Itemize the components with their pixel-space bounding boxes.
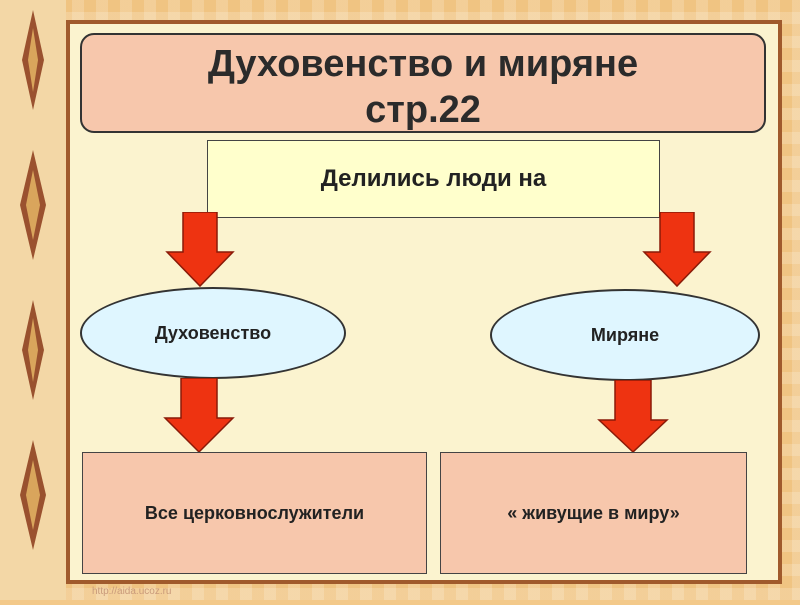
ornament-strip <box>0 0 66 600</box>
branch-label: Миряне <box>590 324 660 345</box>
root-node: Делились люди на <box>207 140 660 218</box>
ornament-pattern <box>20 10 46 550</box>
arrow-down-icon <box>642 212 712 288</box>
arrow-down-icon <box>597 380 669 454</box>
arrow-down-icon <box>163 378 235 454</box>
root-label: Делились люди на <box>320 165 547 192</box>
description-laity: « живущие в миру» <box>440 452 747 574</box>
branch-label: Духовенство <box>154 322 272 343</box>
title-line-1: Духовенство и миряне <box>207 43 639 85</box>
description-text: Все церковнослужители <box>144 502 365 523</box>
arrow-down-icon <box>165 212 235 288</box>
branch-clergy: Духовенство <box>80 287 346 379</box>
title-box: Духовенство и миряне стр.22 <box>80 33 766 133</box>
watermark: http://aida.ucoz.ru <box>92 586 172 597</box>
title-line-2: стр.22 <box>365 89 481 131</box>
description-clergy: Все церковнослужители <box>82 452 427 574</box>
description-text: « живущие в миру» <box>507 502 680 523</box>
branch-laity: Миряне <box>490 289 760 381</box>
